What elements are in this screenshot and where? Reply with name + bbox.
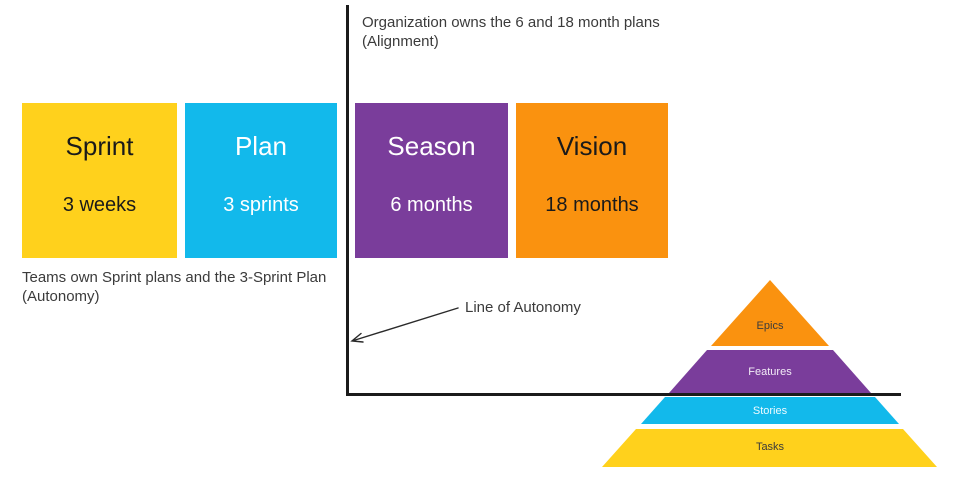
alignment-note-line1: Organization owns the 6 and 18 month pla… bbox=[362, 14, 660, 31]
season-box: Season 6 months bbox=[355, 103, 508, 258]
season-box-title: Season bbox=[387, 131, 476, 161]
line-of-autonomy-label: Line of Autonomy bbox=[465, 299, 581, 316]
plan-box-subtitle: 3 sprints bbox=[223, 194, 299, 216]
season-box-subtitle: 6 months bbox=[390, 194, 473, 216]
pyramid-features-label: Features bbox=[748, 366, 792, 378]
autonomy-note: Teams own Sprint plans and the 3-Sprint … bbox=[22, 268, 326, 306]
vision-box-subtitle: 18 months bbox=[545, 194, 639, 216]
pyramid-stories-label: Stories bbox=[753, 405, 788, 417]
alignment-note: Organization owns the 6 and 18 month pla… bbox=[362, 13, 660, 51]
pyramid-tasks-label: Tasks bbox=[756, 441, 785, 453]
sprint-box-title: Sprint bbox=[65, 131, 134, 161]
alignment-note-line2: (Alignment) bbox=[362, 33, 439, 50]
sprint-box: Sprint 3 weeks bbox=[22, 103, 177, 258]
alignment-divider-line bbox=[346, 5, 349, 396]
autonomy-note-line2: (Autonomy) bbox=[22, 288, 100, 305]
line-of-autonomy bbox=[346, 393, 901, 396]
plan-box-title: Plan bbox=[234, 131, 288, 161]
backlog-pyramid: Epics Features Stories Tasks bbox=[602, 280, 937, 467]
pyramid-epics-label: Epics bbox=[757, 320, 784, 332]
sprint-box-subtitle: 3 weeks bbox=[62, 194, 137, 216]
plan-box: Plan 3 sprints bbox=[185, 103, 337, 258]
pyramid-features-layer bbox=[669, 350, 871, 393]
pyramid-stories-layer bbox=[641, 397, 899, 424]
pyramid-tasks-layer bbox=[602, 429, 937, 467]
autonomy-note-line1: Teams own Sprint plans and the 3-Sprint … bbox=[22, 269, 327, 286]
pyramid-epics-layer bbox=[711, 280, 829, 346]
vision-box-title: Vision bbox=[556, 131, 628, 161]
line-of-autonomy-arrow bbox=[350, 307, 459, 343]
vision-box: Vision 18 months bbox=[516, 103, 668, 258]
arrow-line bbox=[350, 307, 459, 343]
